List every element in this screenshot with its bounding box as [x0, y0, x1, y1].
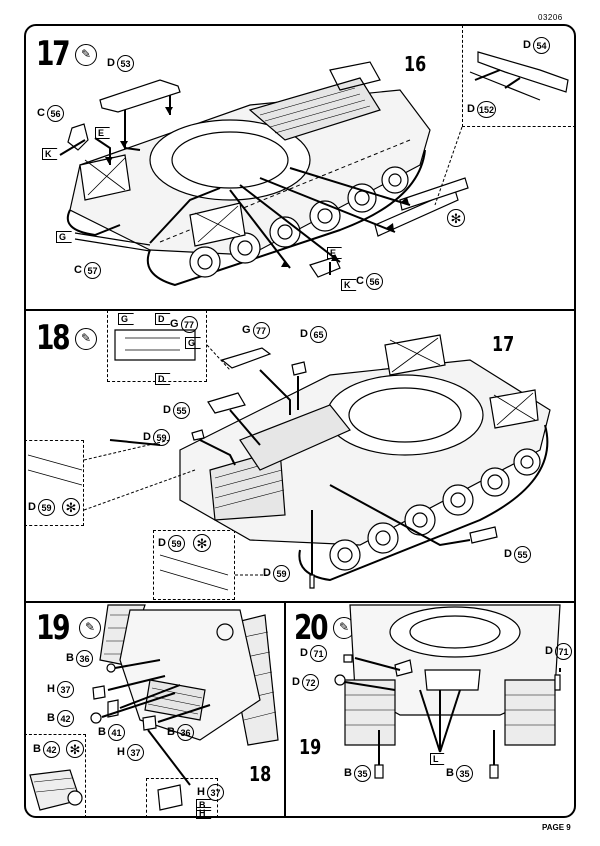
- document-code: 03206: [538, 13, 563, 22]
- detail-inset-d59-bottom: [153, 530, 235, 600]
- sprue-flag-h: H: [196, 807, 212, 819]
- step-reference: 18: [249, 762, 272, 786]
- glue-icon: ✎: [75, 328, 97, 350]
- page-number: PAGE 9: [542, 823, 571, 832]
- divider-19-20: [284, 601, 286, 818]
- optional-star-icon: ✻: [62, 498, 80, 516]
- optional-star-icon: ✻: [447, 209, 465, 227]
- divider-17-18: [24, 309, 576, 311]
- glue-icon: ✎: [79, 617, 101, 639]
- step-number: 18: [36, 318, 71, 358]
- step-reference: 19: [299, 735, 322, 759]
- detail-inset-b42: [24, 734, 86, 818]
- divider-18-19: [24, 601, 576, 603]
- sprue-flag-g: G: [118, 313, 135, 325]
- glue-icon: ✎: [75, 44, 97, 66]
- optional-star-icon: ✻: [193, 534, 211, 552]
- sprue-flag-k-lower: K: [341, 279, 357, 291]
- step-reference: 16: [404, 52, 427, 76]
- sprue-flag-k: K: [42, 148, 58, 160]
- inset-leader-line: [434, 126, 463, 206]
- detail-inset-g77: [107, 310, 207, 382]
- step-number: 17: [36, 34, 71, 74]
- sprue-flag-b: B: [196, 799, 212, 811]
- step-number: 20: [294, 608, 329, 648]
- sprue-flag-d-lower: D: [155, 373, 171, 385]
- sprue-flag-d: D: [155, 313, 171, 325]
- step-number: 19: [36, 608, 71, 648]
- optional-star-icon: ✻: [66, 740, 84, 758]
- detail-inset-d54: [462, 25, 576, 127]
- sprue-flag-e: E: [95, 127, 111, 139]
- sprue-flag-g: G: [56, 231, 73, 243]
- sprue-flag-e-lower: E: [327, 247, 343, 259]
- sprue-flag-g-lower: G: [185, 337, 202, 349]
- detail-inset-d59-left: [24, 440, 84, 526]
- instruction-frame: [24, 24, 576, 818]
- sprue-flag-l: L: [430, 753, 445, 765]
- step-17-drawing: [59, 51, 569, 287]
- step-reference: 17: [492, 332, 515, 356]
